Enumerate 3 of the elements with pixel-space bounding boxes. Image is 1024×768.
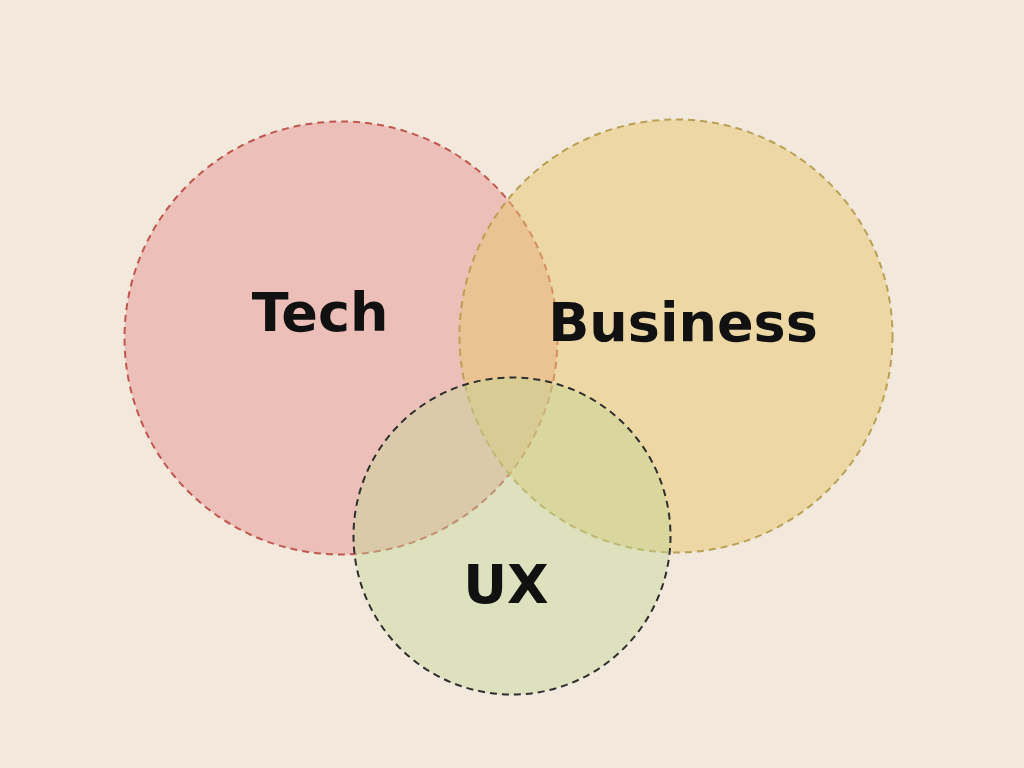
circle-label: Tech [251, 286, 389, 340]
circle-label: Business [548, 296, 818, 350]
circle-label: UX [463, 558, 549, 612]
